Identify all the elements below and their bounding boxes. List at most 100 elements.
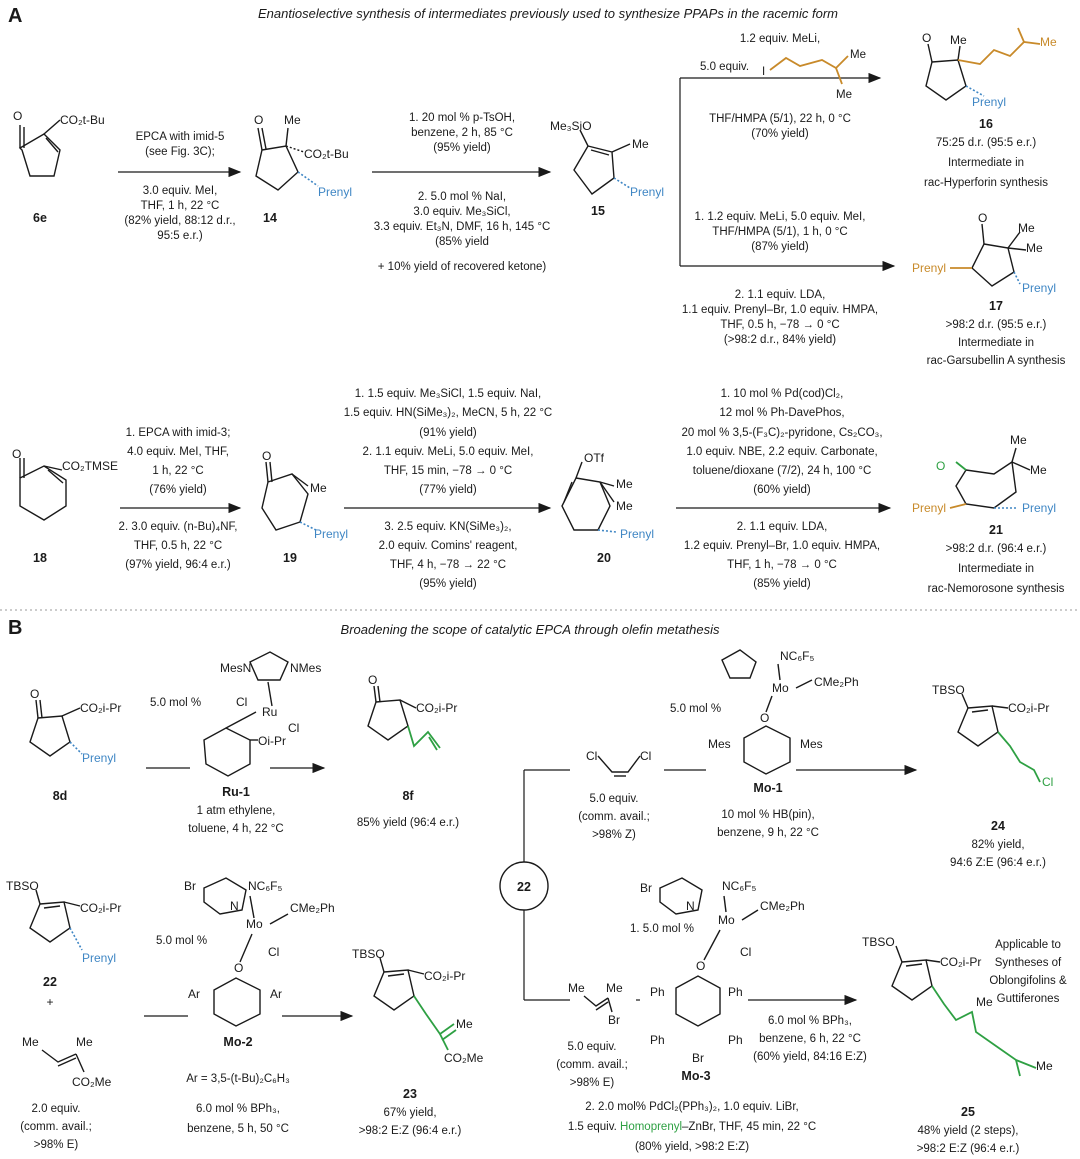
- svg-text:1. 1.2 equiv. MeLi, 5.0 equiv.: 1. 1.2 equiv. MeLi, 5.0 equiv. MeI,: [695, 211, 866, 223]
- svg-text:1.1 equiv. Prenyl–Br, 1.0 equi: 1.1 equiv. Prenyl–Br, 1.0 equiv. HMPA,: [682, 304, 878, 316]
- svg-text:Mo-1: Mo-1: [753, 781, 782, 795]
- svg-text:TBSO: TBSO: [6, 879, 39, 893]
- svg-text:1 h, 22 °C: 1 h, 22 °C: [152, 465, 203, 477]
- svg-text:85% yield (96:4 e.r.): 85% yield (96:4 e.r.): [357, 817, 459, 829]
- catalyst-mo1: 5.0 mol % NC₆F₅ Mo CMe₂Ph O Mes Mes Mo-1…: [670, 649, 859, 839]
- svg-text:O: O: [30, 687, 39, 701]
- svg-text:22: 22: [43, 975, 57, 989]
- svg-text:O: O: [922, 31, 931, 45]
- svg-text:(comm. avail.;: (comm. avail.;: [578, 811, 650, 823]
- svg-text:2. 2.0 mol% PdCl₂(PPh₃)₂, 1.0: 2. 2.0 mol% PdCl₂(PPh₃)₂, 1.0 equiv. LiB…: [585, 1101, 798, 1113]
- svg-text:Intermediate in: Intermediate in: [948, 157, 1024, 169]
- svg-text:>98% E): >98% E): [34, 1139, 79, 1151]
- svg-text:I: I: [762, 66, 765, 78]
- svg-text:rac-Hyperforin synthesis: rac-Hyperforin synthesis: [924, 177, 1048, 189]
- svg-text:CO₂Me: CO₂Me: [72, 1075, 112, 1089]
- svg-text:>98:2 d.r. (95:5 e.r.): >98:2 d.r. (95:5 e.r.): [946, 319, 1047, 331]
- svg-text:Prenyl: Prenyl: [912, 501, 946, 515]
- svg-text:5.0 mol %: 5.0 mol %: [670, 703, 721, 715]
- svg-text:Prenyl: Prenyl: [620, 527, 654, 541]
- svg-text:Me: Me: [284, 113, 301, 127]
- svg-text:17: 17: [989, 299, 1003, 313]
- svg-text:toluene, 4 h, 22 °C: toluene, 4 h, 22 °C: [188, 823, 283, 835]
- svg-text:Me: Me: [632, 137, 649, 151]
- svg-text:5.0 mol %: 5.0 mol %: [150, 697, 201, 709]
- svg-text:23: 23: [403, 1087, 417, 1101]
- svg-text:Mes: Mes: [708, 737, 731, 751]
- compound-23: TBSO CO₂i-Pr Me CO₂Me 23 67% yield, >98:…: [352, 947, 484, 1137]
- svg-text:Ph: Ph: [650, 1033, 665, 1047]
- svg-text:1.5 equiv. HN(SiMe₃)₂, MeCN, 5: 1.5 equiv. HN(SiMe₃)₂, MeCN, 5 h, 22 °C: [344, 407, 552, 419]
- panel-a-title: Enantioselective synthesis of intermedia…: [258, 6, 838, 21]
- svg-text:Prenyl: Prenyl: [318, 185, 352, 199]
- svg-text:(60% yield, 84:16 E:Z): (60% yield, 84:16 E:Z): [753, 1051, 867, 1063]
- svg-text:CO₂i-Pr: CO₂i-Pr: [424, 969, 465, 983]
- 6e-label: 6e: [33, 211, 47, 225]
- svg-text:1. 20 mol % p-TsOH,: 1. 20 mol % p-TsOH,: [409, 112, 515, 124]
- svg-text:Me: Me: [1010, 433, 1027, 447]
- methyl-tiglate: Me Me CO₂Me 2.0 equiv. (comm. avail.; >9…: [20, 1035, 111, 1151]
- svg-text:2. 5.0 mol % NaI,: 2. 5.0 mol % NaI,: [418, 191, 506, 203]
- svg-text:(see Fig. 3C);: (see Fig. 3C);: [145, 146, 215, 158]
- svg-text:Ar = 3,5-(t-Bu)₂C₆H₃: Ar = 3,5-(t-Bu)₂C₆H₃: [186, 1073, 290, 1085]
- svg-text:O: O: [234, 961, 243, 975]
- svg-text:O: O: [254, 113, 263, 127]
- svg-text:Guttiferones: Guttiferones: [997, 993, 1060, 1005]
- compound-22-circle-label: 22: [517, 880, 531, 894]
- compound-19: O Me Prenyl 19: [261, 449, 348, 565]
- svg-text:THF/HMPA (5/1), 22 h, 0 °C: THF/HMPA (5/1), 22 h, 0 °C: [709, 113, 851, 125]
- svg-text:CO₂TMSE: CO₂TMSE: [62, 459, 118, 473]
- svg-text:Me: Me: [1018, 221, 1035, 235]
- svg-text:benzene, 2 h, 85 °C: benzene, 2 h, 85 °C: [411, 127, 513, 139]
- svg-text:3. 2.5 equiv. KN(SiMe₃)₂,: 3. 2.5 equiv. KN(SiMe₃)₂,: [384, 521, 511, 533]
- svg-text:THF, 0.5 h, −78 → 0 °C: THF, 0.5 h, −78 → 0 °C: [720, 319, 839, 331]
- svg-text:NMes: NMes: [290, 661, 321, 675]
- svg-text:Prenyl: Prenyl: [1022, 281, 1056, 295]
- svg-text:(85% yield): (85% yield): [753, 578, 811, 590]
- svg-text:TBSO: TBSO: [352, 947, 385, 961]
- svg-text:95:5 e.r.): 95:5 e.r.): [157, 230, 203, 242]
- svg-text:5.0 equiv.: 5.0 equiv.: [589, 793, 638, 805]
- svg-text:O: O: [978, 211, 987, 225]
- svg-text:Cl: Cl: [236, 695, 247, 709]
- svg-text:Syntheses of: Syntheses of: [995, 957, 1062, 969]
- panel-b-title: Broadening the scope of catalytic EPCA t…: [341, 622, 720, 637]
- compound-22-circle: [499, 861, 549, 911]
- svg-text:O: O: [368, 673, 377, 687]
- svg-text:8d: 8d: [53, 789, 68, 803]
- compound-16: O Me Me Prenyl 16 75:25 d.r. (95:5 e.r.)…: [922, 27, 1057, 189]
- compound-22: TBSO CO₂i-Pr Prenyl 22 +: [6, 879, 121, 1009]
- svg-text:Cl: Cl: [1042, 775, 1053, 789]
- svg-text:6.0 mol % BPh₃,: 6.0 mol % BPh₃,: [768, 1015, 852, 1027]
- svg-text:CO₂i-Pr: CO₂i-Pr: [1008, 701, 1049, 715]
- svg-text:O: O: [760, 711, 769, 725]
- step3-conditions: 1. EPCA with imid-3; 4.0 equiv. MeI, THF…: [119, 427, 238, 571]
- svg-text:THF, 0.5 h, 22 °C: THF, 0.5 h, 22 °C: [134, 540, 222, 552]
- svg-text:5.0 mol %: 5.0 mol %: [156, 935, 207, 947]
- svg-text:82% yield,: 82% yield,: [971, 839, 1024, 851]
- svg-text:24: 24: [991, 819, 1005, 833]
- svg-text:Br: Br: [608, 1013, 620, 1027]
- svg-text:(comm. avail.;: (comm. avail.;: [556, 1059, 628, 1071]
- panel-b-letter: B: [8, 617, 22, 639]
- svg-text:1.5 equiv. Homoprenyl–ZnBr, TH: 1.5 equiv. Homoprenyl–ZnBr, THF, 45 min,…: [568, 1121, 816, 1133]
- svg-text:Mo: Mo: [718, 913, 735, 927]
- svg-text:(70% yield): (70% yield): [751, 128, 809, 140]
- svg-text:Ar: Ar: [270, 987, 282, 1001]
- svg-text:Prenyl: Prenyl: [314, 527, 348, 541]
- svg-text:48% yield (2 steps),: 48% yield (2 steps),: [918, 1125, 1019, 1137]
- svg-text:Me: Me: [606, 981, 623, 995]
- svg-text:CMe₂Ph: CMe₂Ph: [290, 901, 335, 915]
- svg-text:1. 1.5 equiv. Me₃SiCl, 1.5 equ: 1. 1.5 equiv. Me₃SiCl, 1.5 equiv. NaI,: [355, 388, 541, 400]
- svg-text:TBSO: TBSO: [932, 683, 965, 697]
- svg-text:(95% yield): (95% yield): [433, 142, 491, 154]
- svg-text:Ph: Ph: [728, 985, 743, 999]
- svg-text:12 mol % Ph-DavePhos,: 12 mol % Ph-DavePhos,: [719, 407, 844, 419]
- svg-text:Br: Br: [640, 881, 652, 895]
- step2-conditions: 1. 20 mol % p-TsOH, benzene, 2 h, 85 °C …: [374, 112, 551, 273]
- svg-text:Me: Me: [1036, 1059, 1053, 1073]
- svg-text:N: N: [230, 899, 239, 913]
- panel-a-letter: A: [8, 5, 22, 27]
- svg-text:O: O: [936, 459, 945, 473]
